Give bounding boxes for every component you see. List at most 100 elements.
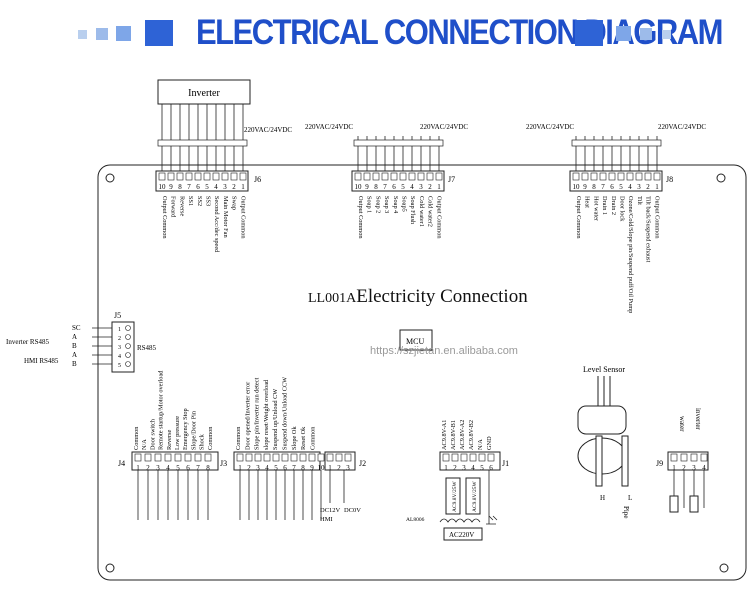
j4-pin-label: 2 <box>146 464 150 472</box>
j4-pin-5 <box>174 453 182 462</box>
j7-signal: Cold water1 <box>418 196 425 227</box>
j2-pin-2 <box>335 453 343 462</box>
j4-pin-label: 1 <box>136 464 140 472</box>
j1-pin-4 <box>469 453 477 462</box>
j8-pin-label: 6 <box>610 183 614 191</box>
j6-signal: Reverse <box>178 196 185 216</box>
j7-signal: Soap Flush <box>409 196 416 225</box>
j3-pin-4 <box>263 453 271 462</box>
j6-pin-label: 7 <box>187 183 191 191</box>
level-l: L <box>628 494 632 502</box>
j2-pin-3 <box>344 453 352 462</box>
j9-pin-2 <box>680 453 688 462</box>
j8-pin-label: 1 <box>655 183 659 191</box>
j6-signal: Output Common <box>239 196 246 239</box>
j3-pin-label: 4 <box>265 464 269 472</box>
j7-pin-9 <box>363 172 371 181</box>
j1-pin-1 <box>442 453 450 462</box>
j8-signal: Heat <box>584 196 591 208</box>
j7-pin-label: 9 <box>365 183 369 191</box>
j1-pin-label: 3 <box>462 464 466 472</box>
j5-pin-label: 1 <box>118 327 121 333</box>
decor-square <box>145 20 173 46</box>
j3-pin-10 <box>317 453 325 462</box>
j2-pin-1 <box>326 453 334 462</box>
j3-pin-label: 5 <box>274 464 278 472</box>
j7-signal: Cold water2 <box>427 196 434 227</box>
j4-signal: Common <box>133 426 140 450</box>
mains-label: AC220V <box>449 531 474 539</box>
j4-signal: N/A <box>141 439 148 450</box>
j5-pin-4 <box>125 352 131 358</box>
j9-name: J9 <box>656 459 663 468</box>
j6-signal: Main Motor Fan <box>222 196 229 238</box>
j4-pin-label: 8 <box>206 464 210 472</box>
j4-name: J4 <box>118 459 125 468</box>
mount-hole <box>719 563 729 573</box>
j6-pin-label: 4 <box>214 183 218 191</box>
j3-name: J3 <box>220 459 227 468</box>
j1-signal: AC9.8V-A2 <box>459 420 466 450</box>
j6-pin-10 <box>158 172 166 181</box>
j9-pin-label: 3 <box>692 464 696 472</box>
j1-signal: AC9.8V-A1 <box>441 420 448 450</box>
j7-pin-4 <box>408 172 416 181</box>
j3-pin-1 <box>236 453 244 462</box>
j7-pin-8 <box>372 172 380 181</box>
j4-pin-label: 6 <box>186 464 190 472</box>
j4-signal: Reverse <box>166 430 173 450</box>
j3-signal: Reset Ok <box>300 426 307 450</box>
j6-signal: SS3 <box>205 196 212 206</box>
decor-square <box>662 30 671 39</box>
j7-pin-label: 6 <box>392 183 396 191</box>
j3-pin-label: 9 <box>310 464 314 472</box>
j5-name: J5 <box>114 311 121 320</box>
j6-signal: SS1 <box>187 196 194 206</box>
j6-pin-7 <box>185 172 193 181</box>
j1-signal: N/A <box>477 439 484 450</box>
j2-pin-label: 3 <box>346 464 350 472</box>
j4-pin-label: 3 <box>156 464 160 472</box>
j6-pin-label: 8 <box>178 183 182 191</box>
j1-pin-label: 2 <box>453 464 457 472</box>
j4-pin-8 <box>204 453 212 462</box>
j5-tag: RS485 <box>137 344 157 352</box>
j3-signal: Common <box>235 426 242 450</box>
j1-pin-6 <box>487 453 495 462</box>
j1-pin-label: 5 <box>480 464 484 472</box>
decor-square <box>616 26 631 41</box>
j5-signal: A <box>72 333 77 341</box>
j3-pin-7 <box>290 453 298 462</box>
inverter-rs485-label: Inverter RS485 <box>6 338 49 346</box>
mount-hole <box>105 563 115 573</box>
j5-pin-2 <box>125 334 131 340</box>
j8-pin-6 <box>608 172 616 181</box>
j2-pin-label: 1 <box>328 464 332 472</box>
decor-square <box>116 26 131 41</box>
j1-pin-label: 6 <box>489 464 493 472</box>
j5-signal: A <box>72 351 77 359</box>
j8-signal: Drain 1 <box>601 196 608 215</box>
j1-transformer-left <box>445 477 461 515</box>
j9-header <box>667 451 709 471</box>
j6-name: J6 <box>254 175 261 184</box>
level-sensor: Level Sensor H L Pipe <box>577 365 632 518</box>
j8-pin-label: 5 <box>619 183 623 191</box>
j7-signal: Soap 3 <box>383 196 390 213</box>
j1-pin-2 <box>451 453 459 462</box>
j8-pin-7 <box>599 172 607 181</box>
j7-pin-1 <box>435 172 443 181</box>
j5-pin-3 <box>125 343 131 349</box>
j7-pin-2 <box>426 172 434 181</box>
j5-signal: B <box>72 342 77 350</box>
j7-supply-left: 220VAC/24VDC <box>305 123 353 131</box>
j3-signal: Slope Ok <box>291 426 298 450</box>
j6-pin-label: 5 <box>205 183 209 191</box>
j1-pin-5 <box>478 453 486 462</box>
j8-pin-label: 3 <box>637 183 641 191</box>
j9-pin-label: 1 <box>672 464 676 472</box>
